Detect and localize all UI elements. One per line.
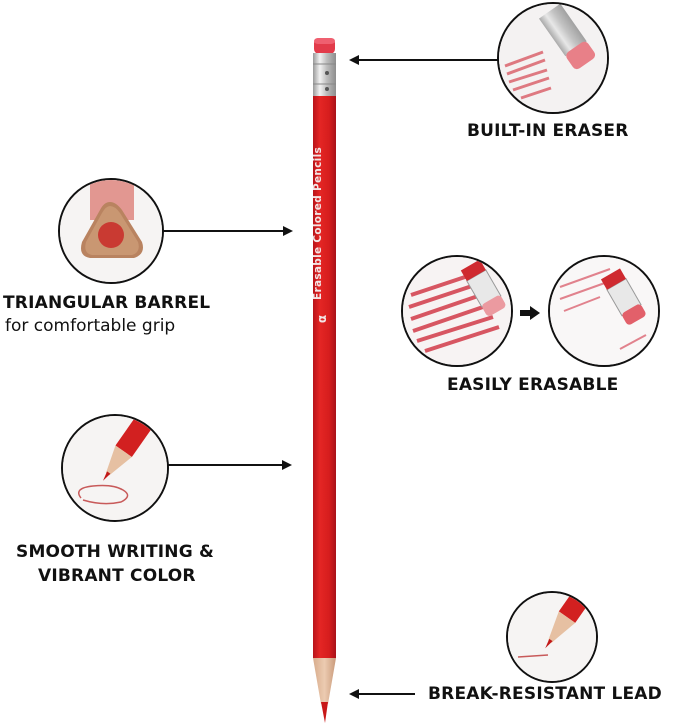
eraser-photo: [499, 4, 607, 112]
feature-title-smooth-writing-line1: SMOOTH WRITING &: [16, 542, 215, 562]
eraser-photo-circle: [497, 2, 609, 114]
connector-line: [168, 464, 282, 466]
arrow-left-icon: [349, 55, 359, 65]
before-erase-photo-circle: [401, 255, 513, 367]
feature-title-smooth-writing-line2: VIBRANT COLOR: [38, 566, 196, 586]
feature-title-built-in-eraser: BUILT-IN ERASER: [467, 121, 629, 141]
writing-photo-circle: [61, 414, 169, 522]
after-erase-photo-circle: [548, 255, 660, 367]
arrow-right-icon: [282, 460, 292, 470]
feature-title-easily-erasable: EASILY ERASABLE: [447, 375, 619, 395]
lead-tip-photo: [508, 593, 596, 681]
pencil-graphic: [313, 38, 336, 723]
barrel-photo-circle: [58, 178, 164, 284]
writing-pencil-photo: [63, 416, 167, 520]
connector-line: [357, 693, 415, 695]
feature-title-triangular-barrel: TRIANGULAR BARREL: [3, 293, 211, 313]
pencil-illustration: [300, 36, 350, 723]
lead-photo-circle: [506, 591, 598, 683]
feature-title-break-resistant: BREAK-RESISTANT LEAD: [428, 684, 662, 704]
scribble-photo: [403, 257, 511, 365]
pencil-brand-text: Erasable Colored Pencils: [312, 146, 324, 300]
feature-subtitle-triangular-barrel: for comfortable grip: [5, 316, 176, 336]
connector-line: [357, 59, 499, 61]
arrow-right-icon: [283, 226, 293, 236]
connector-line: [163, 230, 283, 232]
arrow-right-bold-icon: [520, 306, 540, 320]
pencil-logo: α: [315, 314, 330, 324]
erased-photo: [550, 257, 658, 365]
arrow-left-icon: [349, 689, 359, 699]
barrel-cross-section-photo: [60, 180, 162, 282]
